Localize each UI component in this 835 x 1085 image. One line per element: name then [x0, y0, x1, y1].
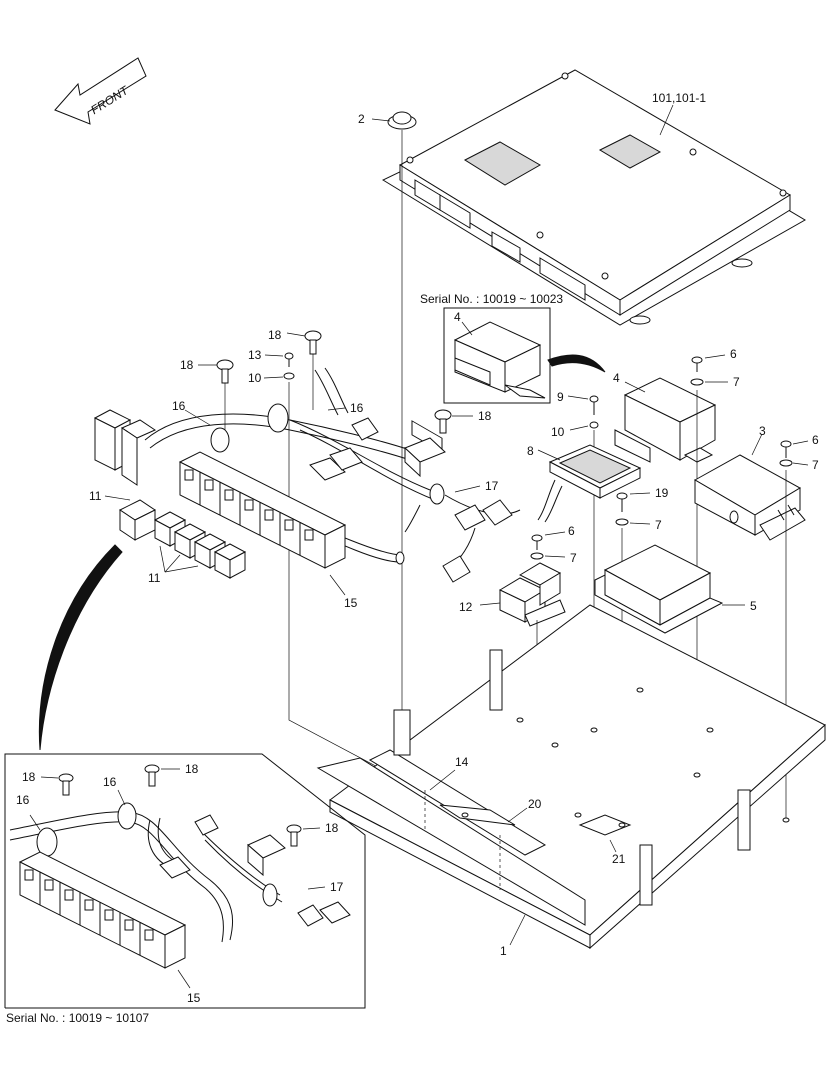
bolt-2	[387, 111, 417, 130]
callout-7-a: 7	[733, 375, 740, 389]
callout-15: 15	[344, 596, 358, 610]
controller-unit	[381, 69, 806, 453]
callout-10-a: 10	[551, 425, 565, 439]
callout-7-d: 7	[570, 551, 577, 565]
inset-callout-18-b: 18	[185, 762, 199, 776]
studs	[393, 649, 751, 906]
leader-swoosh-bottom	[38, 544, 123, 751]
screw-9	[589, 395, 599, 429]
callout-13: 13	[248, 348, 262, 362]
bolt-18-a	[304, 330, 322, 355]
callout-10-b: 10	[248, 371, 262, 385]
callout-11-b: 11	[148, 571, 161, 585]
inset-callout-17: 17	[330, 880, 344, 894]
callout-11-a: 11	[89, 489, 102, 503]
callout-16-a: 16	[172, 399, 186, 413]
unit-3	[693, 454, 806, 541]
callout-21: 21	[612, 852, 626, 866]
serial-note-bottom: Serial No. : 10019 ~ 10107	[6, 1011, 149, 1025]
callout-19: 19	[655, 486, 669, 500]
base-plate-1	[316, 604, 826, 950]
callout-6-a: 6	[730, 347, 737, 361]
inset-callout-15: 15	[187, 991, 201, 1005]
callout-8: 8	[527, 444, 534, 458]
callout-18-a: 18	[268, 328, 282, 342]
callout-7-c: 7	[655, 518, 662, 532]
callout-16-b: 16	[350, 401, 364, 415]
fuse-block-11	[93, 409, 157, 541]
callout-4: 4	[613, 371, 620, 385]
screw-19	[615, 492, 629, 526]
callout-20: 20	[528, 797, 542, 811]
fuse-holders-15	[178, 451, 347, 569]
screw-13	[283, 352, 295, 380]
inset-callout-16-a: 16	[16, 793, 30, 807]
inset-harness	[9, 802, 351, 943]
bolt-18-b	[216, 359, 234, 384]
callout-7-b: 7	[812, 458, 819, 472]
callout-6-b: 6	[812, 433, 819, 447]
relay-12	[498, 562, 566, 627]
callout-4-inset: 4	[454, 310, 461, 324]
bolt-18-c	[434, 409, 452, 434]
serial-note-top: Serial No. : 10019 ~ 10023	[420, 292, 563, 306]
inset-callout-18-c: 18	[325, 821, 339, 835]
callout-1: 1	[500, 944, 507, 958]
callout-101: 101,101-1	[652, 91, 706, 105]
mounting-holes	[461, 687, 790, 828]
callout-5: 5	[750, 599, 757, 613]
inset-callout-18-a: 18	[22, 770, 36, 784]
inset-fuse-holders	[18, 851, 187, 969]
front-arrow-icon: FRONT	[54, 57, 147, 125]
relay-box-4	[614, 377, 717, 463]
callout-9: 9	[557, 390, 564, 404]
callout-17: 17	[485, 479, 499, 493]
screw-6-a	[690, 356, 704, 386]
relay-box-4-inset	[453, 321, 546, 399]
callout-14: 14	[455, 755, 469, 769]
screw-6-c	[530, 534, 544, 560]
callout-2: 2	[358, 112, 365, 126]
callout-18-b: 18	[180, 358, 194, 372]
callout-12: 12	[459, 600, 473, 614]
callout-3: 3	[759, 424, 766, 438]
inset-frame-top	[443, 307, 551, 404]
relay-row-11	[153, 511, 247, 579]
screw-6-b	[779, 440, 793, 467]
inset-callout-16-b: 16	[103, 775, 117, 789]
box-5	[594, 544, 724, 634]
callout-18-c: 18	[478, 409, 492, 423]
leader-swoosh-top	[547, 354, 606, 373]
resistor-8	[537, 444, 642, 523]
inset-bolts	[58, 764, 302, 847]
inset-frame-bottom	[4, 753, 366, 1009]
callout-6-c: 6	[568, 524, 575, 538]
harness-connector-17	[289, 419, 521, 583]
